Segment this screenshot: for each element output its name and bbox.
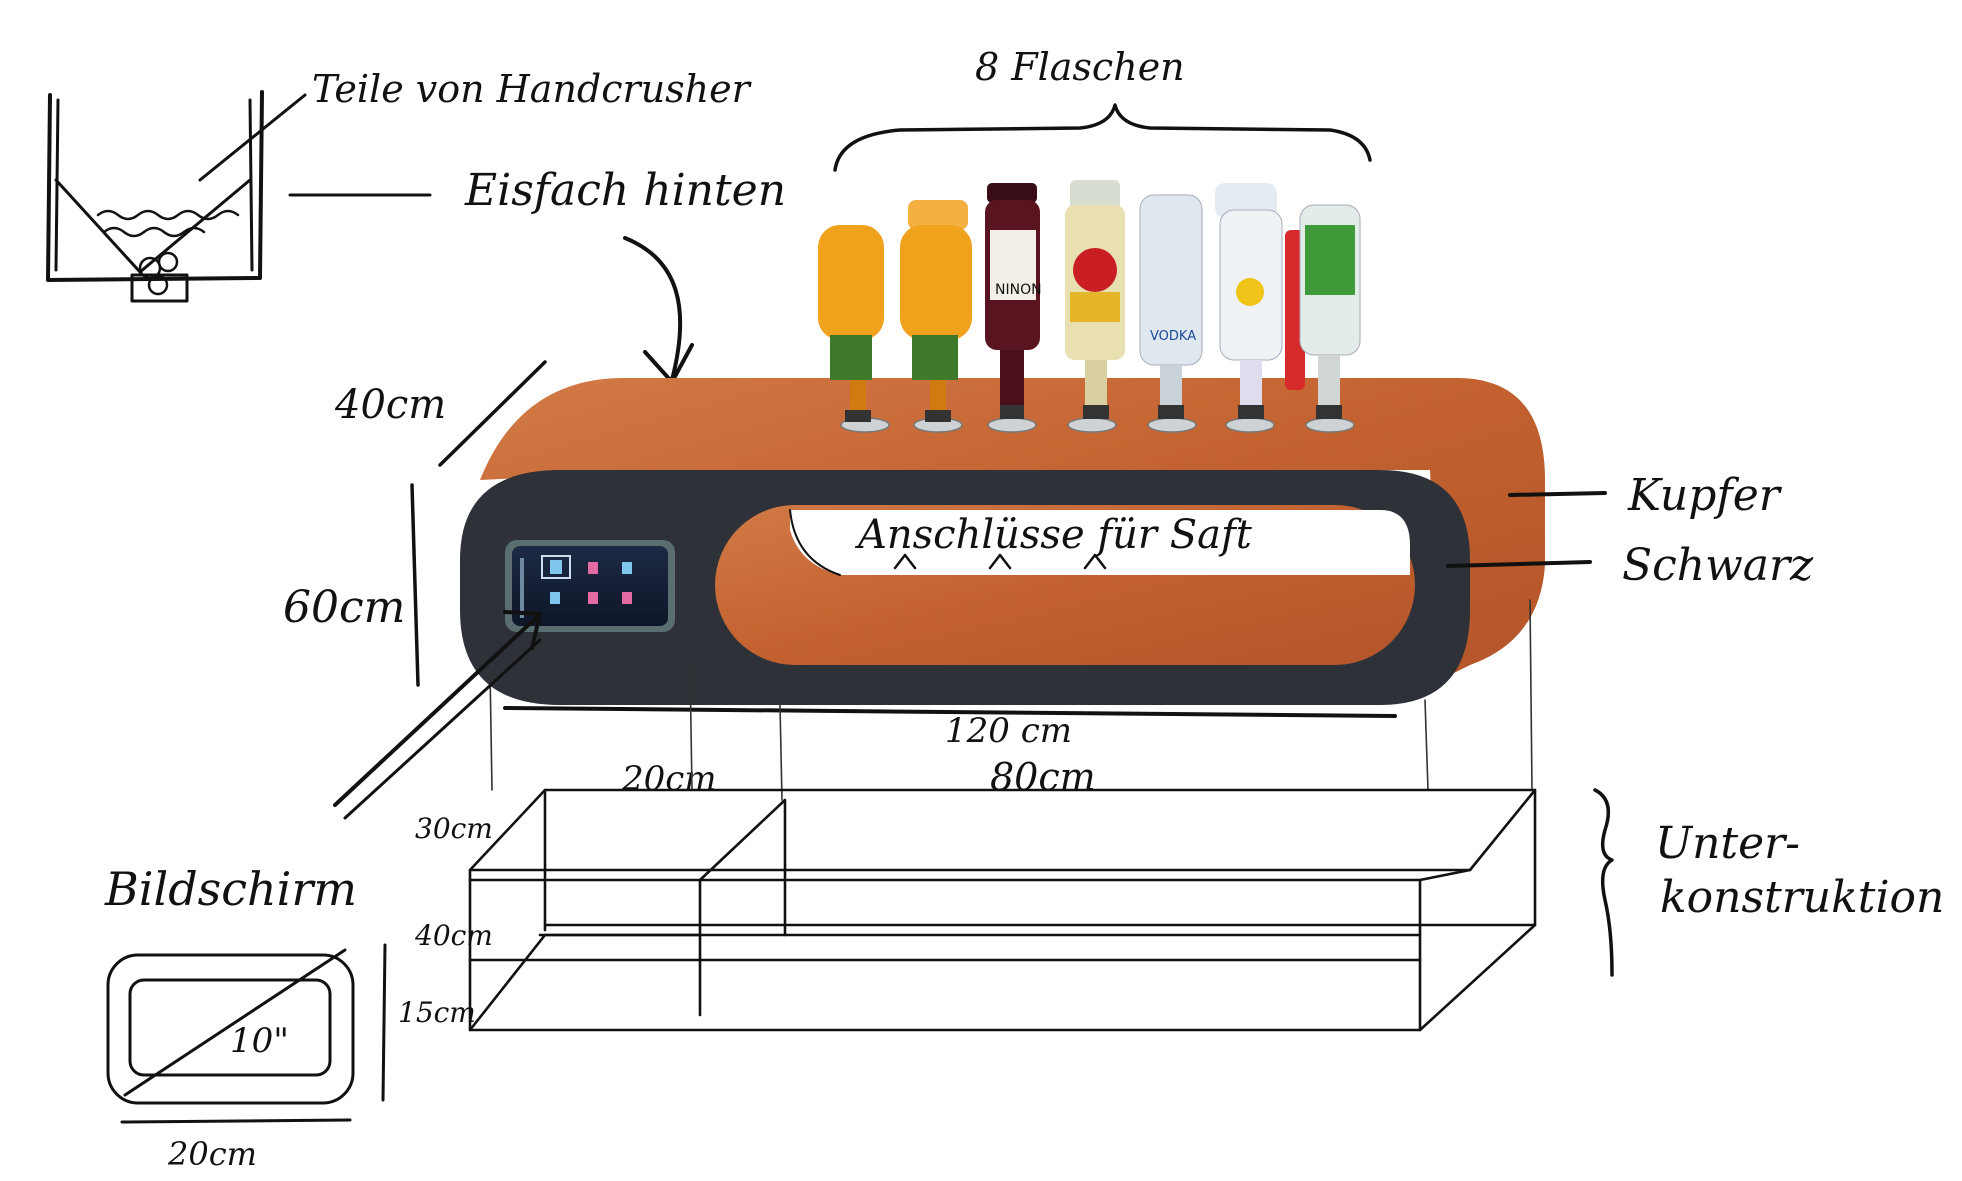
projection-guides [489,599,1533,801]
side-width-label: 20cm [621,759,717,799]
copper-leader [1508,491,1607,497]
green-label-bottle [1285,204,1361,419]
orange-juice-bottle-2 [900,200,972,422]
copper-label: Kupfer [1627,470,1783,521]
black-label: Schwarz [1622,540,1814,591]
window-edge [789,509,841,576]
juice-connections-label: Anschlüsse für Saft [854,512,1253,558]
screen-pointer-stroke [343,638,542,820]
black-leader [1446,560,1592,568]
havana-club-bottle [1065,180,1125,419]
sub-height-3-label: 15cm [398,996,476,1029]
crusher-parts-label: Teile von Handcrusher [312,67,753,111]
screen-label: Bildschirm [104,862,357,916]
absolut-vodka-bottle: VODKA [1139,194,1203,419]
handcrusher-sketch [46,90,307,303]
substructure-label-line1: Unter- [1655,818,1800,869]
screen-pointer-arrow [333,610,542,807]
malibu-bottle [1215,183,1283,419]
svg-text:VODKA: VODKA [1150,329,1196,344]
height-label: 60cm [283,582,405,633]
screen-tiles [520,555,632,618]
ice-compartment-arrow [623,236,694,384]
substructure-sketch [468,788,1537,1032]
depth-label: 40cm [334,382,446,428]
substructure-brace [1593,788,1614,977]
screen-width-label: 20cm [167,1135,257,1173]
depth-dimension-line [438,360,547,467]
bottles-count-label: 8 Flaschen [975,45,1185,89]
bottles-brace [833,103,1372,172]
bottle-row: NINON VODKA [818,180,1361,433]
screen-diagonal-label: 10" [230,1021,289,1061]
sub-height-2-label: 40cm [414,919,493,952]
svg-text:NINON: NINON [995,282,1042,298]
bar-body [460,378,1545,705]
screen-detail-sketch [106,943,387,1124]
ice-compartment-label: Eisfach hinten [464,165,786,216]
juice-connector-marks [893,553,1107,570]
orange-juice-bottle-1 [818,225,884,422]
total-width-line [503,706,1397,718]
inner-width-label: 80cm [990,755,1096,799]
sub-height-1-label: 30cm [415,812,493,845]
substructure-label-line2: konstruktion [1660,872,1944,923]
ninon-syrup-bottle: NINON [985,183,1042,419]
total-width-label: 120 cm [945,711,1072,751]
height-dimension-line [410,483,420,687]
